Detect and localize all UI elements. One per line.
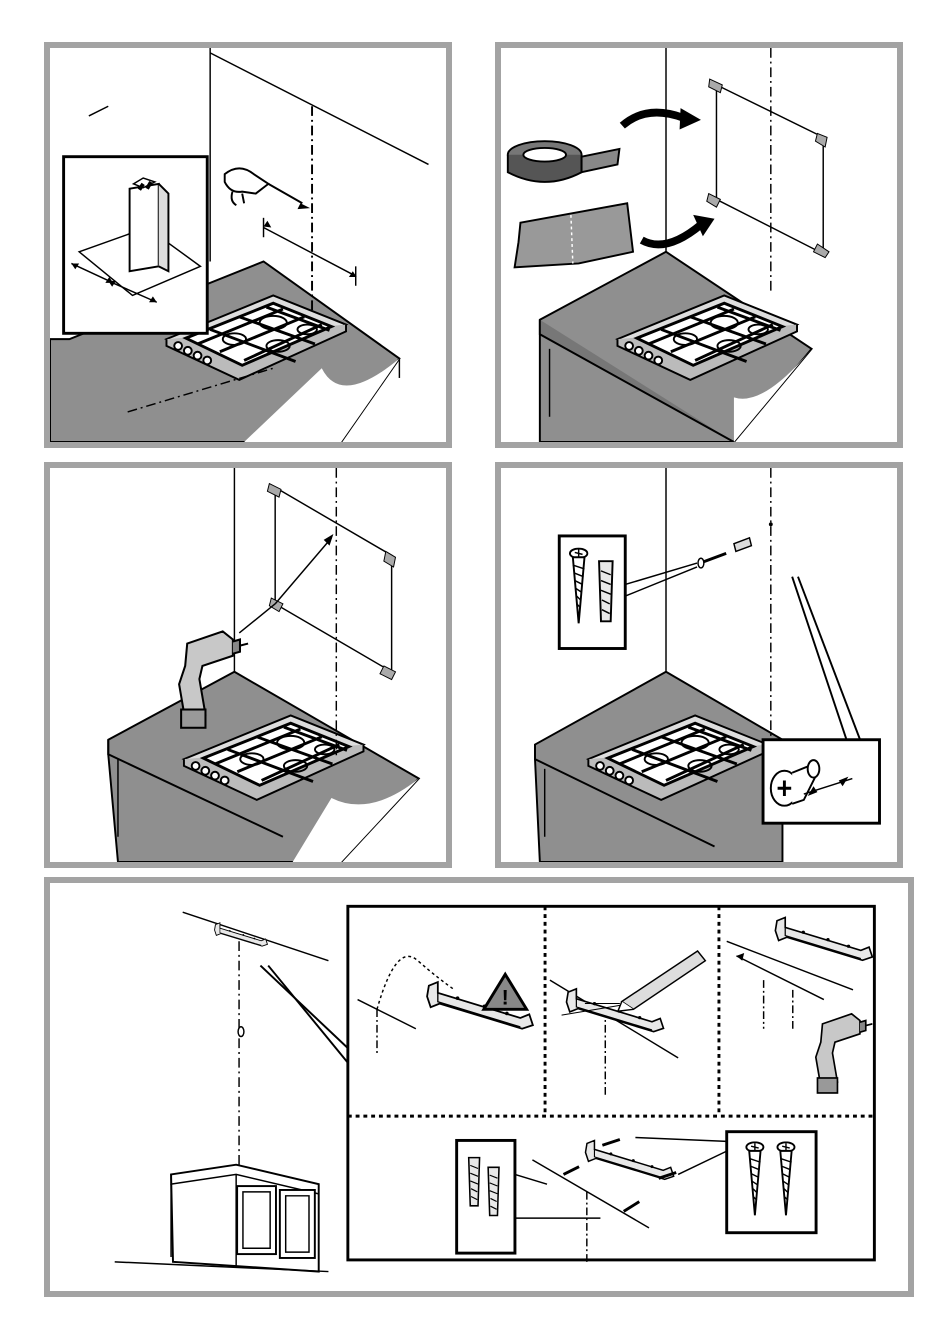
template-illustration [501, 48, 897, 442]
step-panel-drill [44, 462, 452, 868]
drill-illustration [50, 468, 446, 862]
plugs-illustration [501, 468, 897, 862]
step-panel-measure [44, 42, 452, 448]
step-panel-template [495, 42, 903, 448]
step-panel-bracket: ! [44, 877, 914, 1297]
warning-symbol: ! [502, 985, 509, 1009]
step-panel-plugs [495, 462, 903, 868]
bracket-illustration: ! [50, 883, 908, 1291]
measure-illustration [50, 48, 446, 442]
